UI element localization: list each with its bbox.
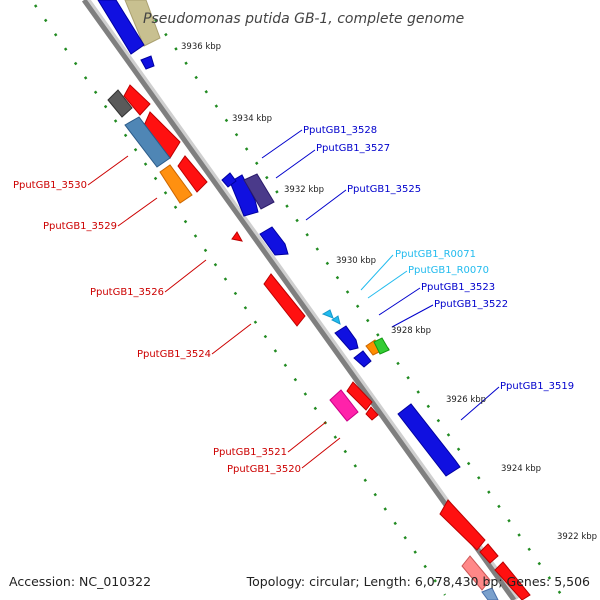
gene-3529-red [177,155,208,193]
label-3524[interactable]: PputGB1_3524 [137,349,211,360]
gene-R0071 [321,309,334,319]
forward-gene-labels: PputGB1_3528 PputGB1_3527 PputGB1_3525 P… [303,125,574,392]
tick-3924: 3924 kbp [501,464,541,474]
leader-3524 [211,323,252,355]
topology-text: Topology: circular; Length: 6,078,430 bp… [246,574,590,589]
leader-R0071 [360,254,394,291]
backbone [81,0,520,600]
gene-reverse-bottom-2 [479,543,499,564]
gene-3524 [263,273,306,327]
gene-3529 [159,164,193,204]
tick-3926: 3926 kbp [446,395,486,405]
leader-3526 [164,259,207,293]
leader-3521 [287,421,327,453]
label-3520[interactable]: PputGB1_3520 [227,464,301,475]
leader-3519 [460,386,500,421]
reverse-genes [107,84,531,600]
label-3521[interactable]: PputGB1_3521 [213,447,287,458]
gene-3525 [259,226,289,256]
gene-reverse-bottom-1 [439,499,486,551]
gene-3521 [329,389,359,422]
label-3525[interactable]: PputGB1_3525 [347,184,421,195]
gene-reverse-grey [107,89,133,118]
map-title: Pseudomonas putida GB-1, complete genome [143,11,464,27]
gene-3527-cap [221,172,237,188]
tick-3932: 3932 kbp [284,185,324,195]
label-3528[interactable]: PputGB1_3528 [303,125,377,136]
forward-genes [97,0,461,477]
tick-3922: 3922 kbp [557,532,597,542]
label-R0070[interactable]: PputGB1_R0070 [408,265,489,276]
leader-3520 [301,437,341,469]
gene-3522-a [353,350,372,368]
gene-3520-small [365,406,379,421]
outer-left-track [33,4,447,596]
label-3527[interactable]: PputGB1_3527 [316,143,390,154]
leader-3522 [391,304,434,328]
leader-3530 [87,155,129,186]
gene-forward-top-olive [124,0,161,47]
gene-3522-green [373,337,390,355]
label-3526[interactable]: PputGB1_3526 [90,287,164,298]
leader-3525 [305,189,347,221]
gene-reverse-red-top [123,84,151,116]
gene-3527 [243,173,275,210]
gene-forward-top-blue [97,0,145,55]
gene-3523 [334,325,359,351]
gene-3528 [229,174,259,217]
tick-3936: 3936 kbp [181,42,221,52]
tick-3928: 3928 kbp [391,326,431,336]
tick-labels: 3936 kbp 3934 kbp 3932 kbp 3930 kbp 3928… [181,42,597,542]
gene-reverse-bottom-blue [481,587,499,600]
leader-lines [87,129,500,469]
leader-3523 [378,287,421,316]
label-3522[interactable]: PputGB1_3522 [434,299,508,310]
reverse-gene-labels: PputGB1_3530 PputGB1_3529 PputGB1_3526 P… [13,180,301,475]
label-3519[interactable]: PputGB1_3519 [500,381,574,392]
leader-R0070 [367,270,408,299]
gene-forward-small-blue [140,55,155,70]
gene-3519 [397,403,461,477]
backbone-line [81,0,517,600]
label-3523[interactable]: PputGB1_3523 [421,282,495,293]
gene-3530-steel [124,116,171,168]
label-3530[interactable]: PputGB1_3530 [13,180,87,191]
tick-3934: 3934 kbp [232,114,272,124]
leader-3529 [117,197,158,227]
label-3529[interactable]: PputGB1_3529 [43,221,117,232]
label-R0071[interactable]: PputGB1_R0071 [395,249,476,260]
leader-3527 [275,149,316,179]
leader-3528 [261,129,303,159]
gene-R0070 [331,315,341,325]
gene-reverse-bottom-pink [461,555,491,591]
accession-text: Accession: NC_010322 [9,574,151,589]
gene-3520-red [346,381,373,411]
gene-3526 [231,231,243,242]
gene-reverse-bottom-3 [494,561,531,600]
tick-3930: 3930 kbp [336,256,376,266]
